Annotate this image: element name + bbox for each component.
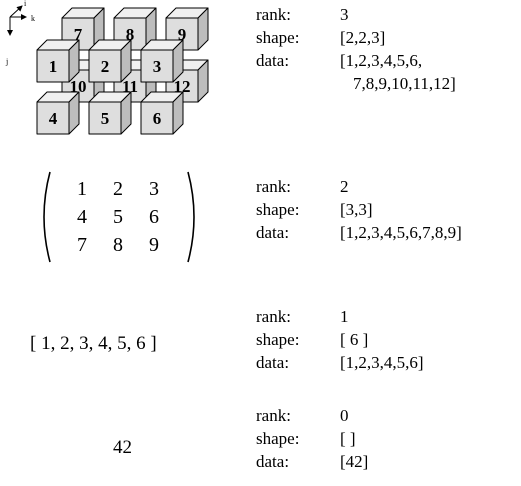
- data-label: data:: [256, 353, 290, 372]
- rank-label: rank:: [256, 307, 291, 326]
- cube-number: 2: [101, 57, 110, 76]
- cube-number: 7: [74, 25, 83, 44]
- data-label: data:: [256, 452, 290, 471]
- data-value-line1: [1,2,3,4,5,6]: [340, 353, 424, 372]
- i-axis-arrow: [9, 5, 23, 18]
- matrix-cell: 7: [77, 234, 87, 256]
- data-value-line1: [42]: [340, 452, 369, 471]
- axis-label-i: i: [24, 0, 27, 8]
- shape-label: shape:: [256, 200, 300, 219]
- cube-number: 4: [49, 109, 58, 128]
- shape-value: [ ]: [340, 429, 356, 448]
- matrix-cell: 4: [77, 206, 87, 228]
- shape-label: shape:: [256, 429, 300, 448]
- cube-number: 9: [178, 25, 187, 44]
- matrix-cell: 9: [149, 234, 159, 256]
- rank3-tensor-cube: k j i 9 8 7 12 11 10 3 2 1 6 5 4: [5, 0, 209, 135]
- shape-label: shape:: [256, 28, 300, 47]
- rank-value: 3: [340, 5, 349, 24]
- rank2-matrix: 1 2 3 4 5 6 7 8 9: [38, 170, 200, 264]
- rank-value: 1: [340, 307, 349, 326]
- cube-number: 1: [49, 57, 58, 76]
- shape-value: [3,3]: [340, 200, 373, 219]
- shape-value: [ 6 ]: [340, 330, 369, 349]
- shape-value: [2,2,3]: [340, 28, 386, 47]
- matrix-cell: 8: [113, 234, 123, 256]
- matrix-left-paren: [43, 171, 51, 263]
- data-value-line1: [1,2,3,4,5,6,7,8,9]: [340, 223, 462, 242]
- rank-label: rank:: [256, 5, 291, 24]
- axis-label-j: j: [5, 57, 8, 66]
- matrix-right-paren: [187, 171, 195, 263]
- cube-number: 6: [153, 109, 162, 128]
- cube-number: 11: [122, 77, 138, 96]
- cube-grid: 9 8 7 12 11 10 3 2 1 6 5 4: [36, 7, 209, 135]
- data-label: data:: [256, 223, 290, 242]
- rank-label: rank:: [256, 177, 291, 196]
- tensor-cube: 4: [36, 91, 80, 135]
- cube-number: 12: [174, 77, 191, 96]
- tensor-cube: 6: [140, 91, 184, 135]
- tensor-cube: 1: [36, 39, 80, 83]
- tensor-cube: 5: [88, 91, 132, 135]
- axis-indicator: k j i: [5, 0, 35, 66]
- axis-label-k: k: [31, 14, 35, 23]
- tensor-cube: 3: [140, 39, 184, 83]
- rank1-vector: [ 1, 2, 3, 4, 5, 6 ]: [30, 333, 157, 354]
- data-label: data:: [256, 51, 290, 70]
- cube-number: 8: [126, 25, 135, 44]
- cube-number: 10: [70, 77, 87, 96]
- rank0-scalar: 42: [113, 437, 132, 458]
- cube-number: 5: [101, 109, 110, 128]
- rank-value: 0: [340, 406, 349, 425]
- matrix-cell: 2: [113, 178, 123, 200]
- matrix-cell: 5: [113, 206, 123, 228]
- shape-label: shape:: [256, 330, 300, 349]
- rank-label: rank:: [256, 406, 291, 425]
- cube-number: 3: [153, 57, 162, 76]
- rank-value: 2: [340, 177, 349, 196]
- matrix-cell: 3: [149, 178, 159, 200]
- matrix-cell: 6: [149, 206, 159, 228]
- matrix-cell: 1: [77, 178, 87, 200]
- data-value-line2: 7,8,9,10,11,12]: [353, 74, 456, 93]
- data-value-line1: [1,2,3,4,5,6,: [340, 51, 423, 70]
- tensor-cube: 2: [88, 39, 132, 83]
